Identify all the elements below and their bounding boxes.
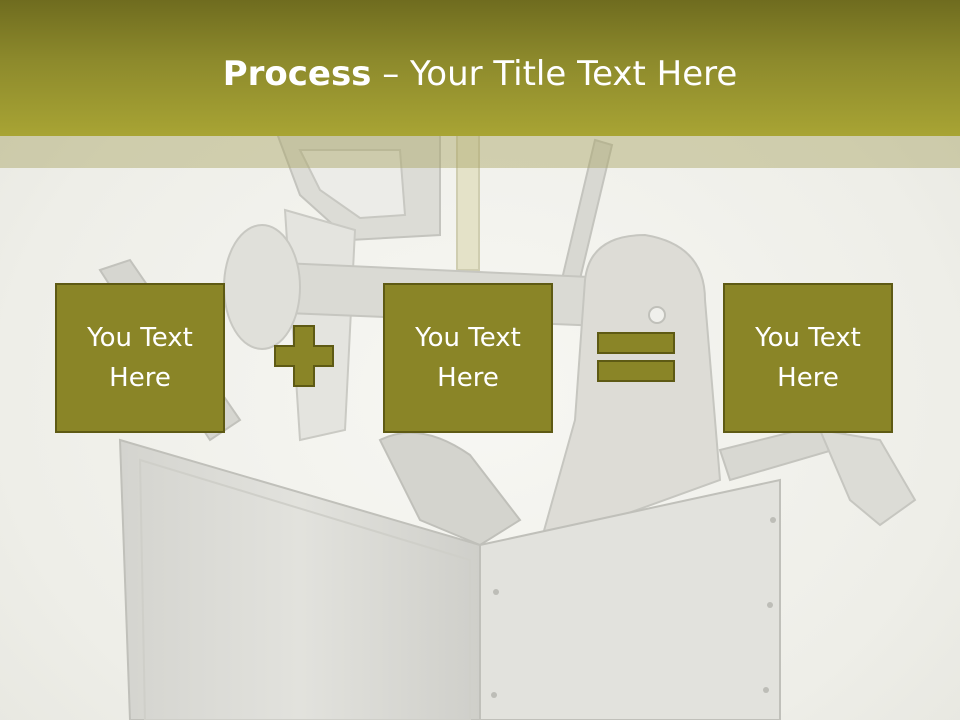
process-box-2[interactable]: You Text Here	[383, 283, 553, 433]
process-box-2-label: You Text Here	[415, 323, 521, 393]
slide-title-bold: Process	[222, 54, 372, 94]
plus-icon	[274, 325, 334, 387]
process-box-1[interactable]: You Text Here	[55, 283, 225, 433]
process-box-1-label: You Text Here	[87, 323, 193, 393]
slide-title: Process – Your Title Text Here	[0, 52, 960, 96]
slide-title-rest: – Your Title Text Here	[371, 54, 738, 94]
process-box-3-label: You Text Here	[755, 323, 861, 393]
title-sub-band	[0, 136, 960, 168]
equals-icon	[597, 332, 675, 382]
title-band	[0, 0, 960, 136]
process-box-3[interactable]: You Text Here	[723, 283, 893, 433]
